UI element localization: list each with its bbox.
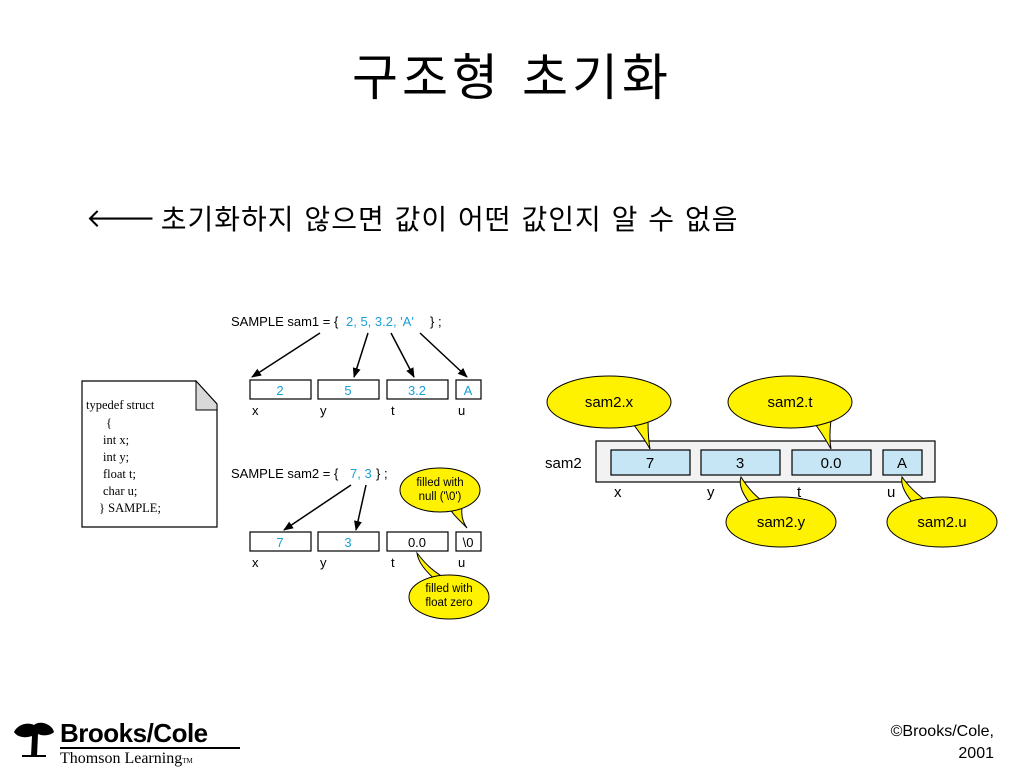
svg-text:sam2.y: sam2.y: [757, 514, 806, 531]
sam2-label-x: x: [252, 555, 259, 570]
sam2-decl-prefix: SAMPLE sam2 = {: [231, 466, 339, 481]
sam2-values: 7, 3: [350, 466, 372, 481]
sam2-label-t: t: [391, 555, 395, 570]
sam2-label-u: u: [458, 555, 465, 570]
svg-text:SAMPLE sam2 = { 7, 3: SAMPLE sam2 = { 7, 3 } ;: [231, 466, 388, 481]
svg-text:filled with: filled with: [425, 583, 472, 595]
mem-cell-x: 7: [646, 455, 654, 472]
sam1-cell-t: 3.2: [408, 383, 426, 398]
callout-float-zero: filled with float zero: [408, 551, 490, 620]
mem-label-u: u: [887, 484, 895, 501]
brooks-cole-logo: Brooks/Cole Thomson LearningTM: [10, 716, 250, 767]
typedef-line: typedef struct: [86, 398, 155, 412]
slide-title: 구조형 초기화: [352, 49, 672, 107]
callout-sam2-t: sam2.t: [727, 375, 853, 450]
sam2-section: SAMPLE sam2 = { 7, 3 } ; 7 3 0.0 \0 x y …: [231, 466, 490, 620]
sam1-label-u: u: [458, 403, 465, 418]
typedef-line: float t;: [103, 467, 136, 481]
sam1-values: 2, 5, 3.2, 'A': [346, 314, 414, 329]
callout-sam2-x: sam2.x: [546, 375, 672, 450]
sam2-cell-x: 7: [276, 535, 283, 550]
typedef-line: } SAMPLE;: [99, 501, 161, 515]
typedef-line: {: [106, 416, 112, 430]
mem-label-t: t: [797, 484, 802, 501]
tree-icon: [10, 718, 56, 762]
sam2-cell-t: 0.0: [408, 535, 426, 550]
bullet-text: 초기화하지 않으면 값이 어떤 값인지 알 수 없음: [160, 203, 739, 236]
sam2-var-name: sam2: [545, 455, 582, 472]
callout-null: filled with null ('\0'): [399, 467, 481, 529]
typedef-document: typedef struct { int x; int y; float t; …: [81, 379, 218, 528]
sam1-label-y: y: [320, 403, 327, 418]
svg-text:null ('\0'): null ('\0'): [419, 491, 462, 503]
mem-cell-t: 0.0: [821, 455, 842, 472]
sam2-label-y: y: [320, 555, 327, 570]
sam1-decl-prefix: SAMPLE sam1 = {: [231, 314, 339, 329]
sam2-cell-u: \0: [463, 535, 474, 550]
svg-text:float zero: float zero: [425, 597, 472, 609]
sam1-cell-x: 2: [276, 383, 283, 398]
logo-subtitle: Thomson LearningTM: [60, 750, 193, 767]
sam1-section: SAMPLE sam1 = { 2, 5, 3.2, 'A' } ; 2 5 3…: [231, 314, 482, 418]
svg-text:filled with: filled with: [416, 477, 463, 489]
svg-text:sam2.x: sam2.x: [585, 394, 634, 411]
callout-sam2-y: sam2.y: [725, 475, 837, 548]
sam1-label-x: x: [252, 403, 259, 418]
copyright: ©Brooks/Cole, 2001: [890, 723, 994, 762]
left-arrow-icon: 🡐: [86, 203, 157, 234]
mem-label-y: y: [707, 484, 715, 501]
typedef-line: char u;: [103, 484, 137, 498]
sam1-decl-suffix: } ;: [430, 314, 442, 329]
sam2-memory-diagram: sam2 7 3 0.0 A x y t u sam2.x sam2.t sam…: [545, 375, 998, 548]
typedef-line: int y;: [103, 450, 129, 464]
typedef-line: int x;: [103, 433, 129, 447]
mem-label-x: x: [614, 484, 622, 501]
callout-sam2-u: sam2.u: [886, 475, 998, 548]
svg-text:sam2.t: sam2.t: [767, 394, 813, 411]
mem-cell-u: A: [897, 455, 907, 472]
sam2-cell-y: 3: [344, 535, 351, 550]
bullet-point: 🡐 초기화하지 않으면 값이 어떤 값인지 알 수 없음: [86, 198, 738, 238]
sam1-cell-y: 5: [344, 383, 351, 398]
sam1-label-t: t: [391, 403, 395, 418]
svg-text:SAMPLE sam1 = { 2, 5,: SAMPLE sam1 = { 2, 5, 3.2, 'A' } ;: [231, 314, 442, 329]
sam1-cell-u: A: [464, 383, 473, 398]
sam2-decl-suffix: } ;: [376, 466, 388, 481]
svg-text:sam2.u: sam2.u: [917, 514, 966, 531]
logo-name: Brooks/Cole: [60, 718, 208, 748]
logo-rule: [60, 747, 240, 749]
mem-cell-y: 3: [736, 455, 744, 472]
